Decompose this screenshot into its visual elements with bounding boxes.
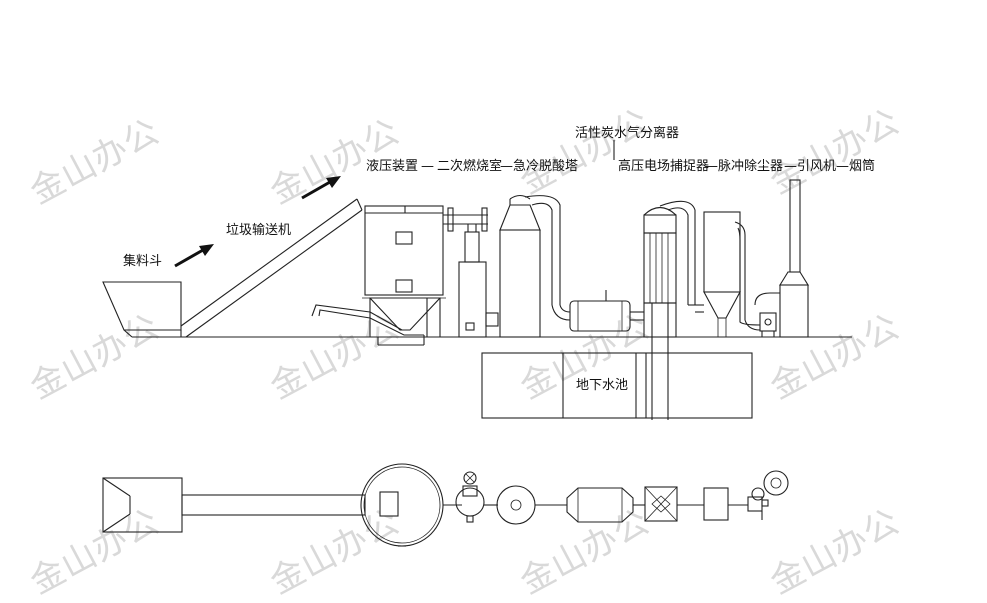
separator-dash: — [705, 159, 718, 174]
diagram-drawing [102, 140, 852, 547]
plan-view-separator [566, 487, 645, 523]
chimney [779, 179, 809, 338]
esp-collector [643, 200, 704, 420]
plan-view-quench-tower [496, 485, 567, 525]
separator-dash: — [500, 159, 513, 174]
flue-duct [443, 207, 488, 232]
plan-view-conveyor [181, 494, 366, 516]
label-chimney: 烟筒 [849, 159, 876, 174]
label-conveyor: 垃圾输送机 [226, 223, 292, 238]
plan-view-secondary-chamber [455, 471, 498, 523]
label-hopper: 集料斗 [123, 254, 163, 269]
pulse-dust-collector [703, 211, 761, 337]
label-quench-tower: 急冷脱酸塔 [513, 159, 579, 174]
secondary-combustion-chamber [458, 224, 499, 338]
label-water-separator: 水气分离器 [614, 126, 680, 141]
label-pulse-dust-collector: 脉冲除尘器 [718, 159, 784, 174]
separator-dash: — [421, 159, 434, 174]
label-esp: 高压电场捕捉器 [618, 159, 710, 174]
label-underground-pool: 地下水池 [576, 378, 629, 393]
water-separator [551, 140, 644, 332]
process-flow-diagram: 金山办公 金山办公 金山办公 金山办公 金山办公 金山办公 金山办公 金山办公 … [24, 101, 906, 602]
ash-chute [311, 304, 425, 346]
flow-arrow [301, 176, 341, 200]
plan-view-hopper [102, 477, 183, 533]
quench-tower [499, 194, 561, 338]
label-hydraulic: 液压装置 [366, 159, 419, 174]
induced-fan [754, 292, 780, 337]
underground-pool [481, 352, 753, 419]
plan-view-dust-collector [703, 487, 748, 521]
separator-dash: — [784, 159, 797, 174]
label-activated-carbon: 活性炭 [575, 126, 615, 141]
collecting-hopper [102, 281, 182, 338]
separator-dash: — [836, 159, 849, 174]
plan-view-incinerator [360, 463, 462, 547]
label-induced-fan: 引风机 [797, 159, 837, 174]
label-secondary-chamber: 二次燃烧室 [437, 159, 503, 174]
plan-view-fan-chimney [747, 470, 789, 520]
plan-view-esp [644, 486, 704, 522]
flow-arrow [174, 244, 214, 268]
incinerator-body [362, 205, 446, 337]
garbage-conveyor [180, 198, 363, 338]
